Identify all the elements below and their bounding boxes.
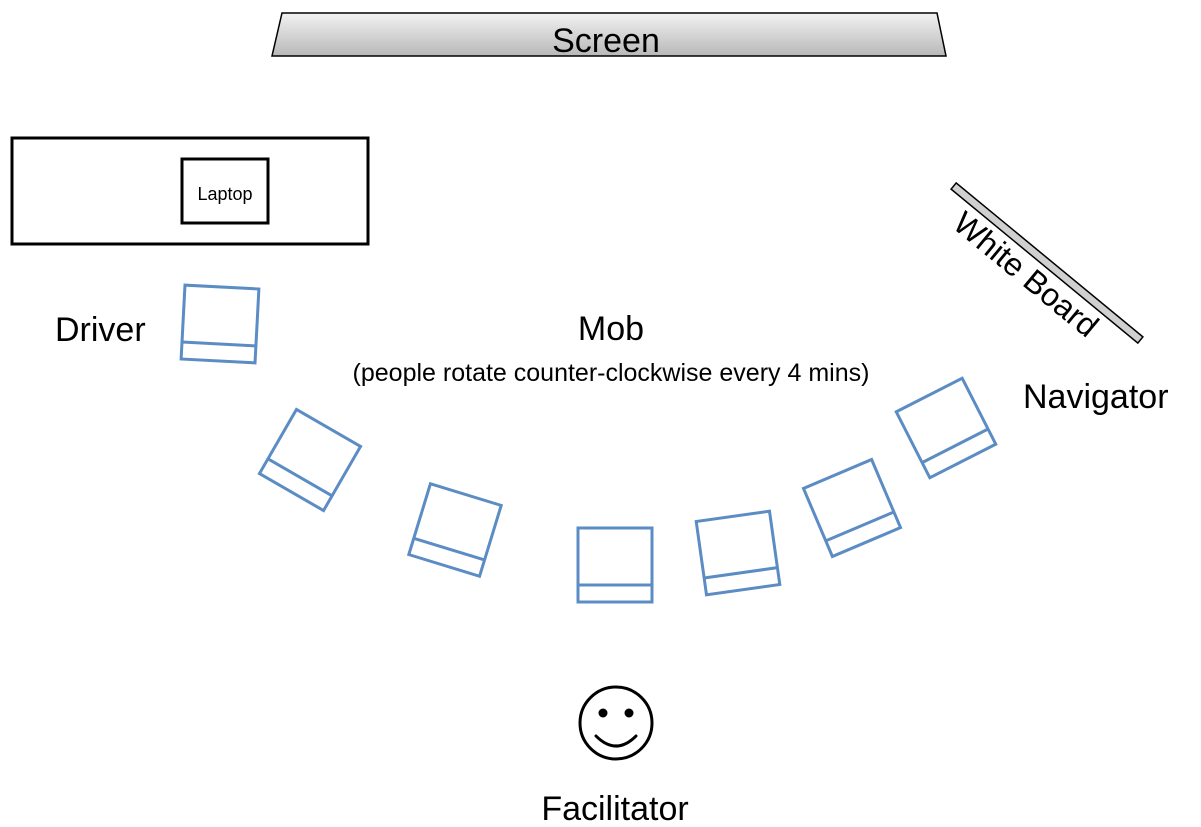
driver-label: Driver (55, 311, 146, 349)
navigator-label: Navigator (1023, 378, 1169, 416)
chair-mob-1 (257, 407, 363, 513)
laptop (180, 157, 270, 225)
chair-mob-3 (576, 526, 654, 604)
chair-mob-2 (406, 481, 504, 579)
white-board-shape (950, 181, 1144, 345)
chairs (179, 283, 998, 604)
chair-navigator (894, 376, 998, 480)
chair-driver (179, 283, 261, 365)
mob-title: Mob (578, 310, 644, 348)
smiley-face-icon (578, 685, 654, 761)
white-board-label: White Board (947, 204, 1106, 344)
screen: Screen (271, 12, 947, 60)
desk: Laptop (10, 136, 370, 246)
laptop-label: Laptop (197, 184, 252, 204)
chair-mob-5 (801, 457, 903, 559)
screen-label: Screen (552, 22, 660, 60)
chair-mob-4 (694, 509, 782, 597)
white-board: White Board (947, 181, 1144, 345)
screen-shape (271, 12, 947, 57)
facilitator-label: Facilitator (541, 790, 688, 827)
mob-rotation-note: (people rotate counter-clockwise every 4… (353, 359, 870, 387)
